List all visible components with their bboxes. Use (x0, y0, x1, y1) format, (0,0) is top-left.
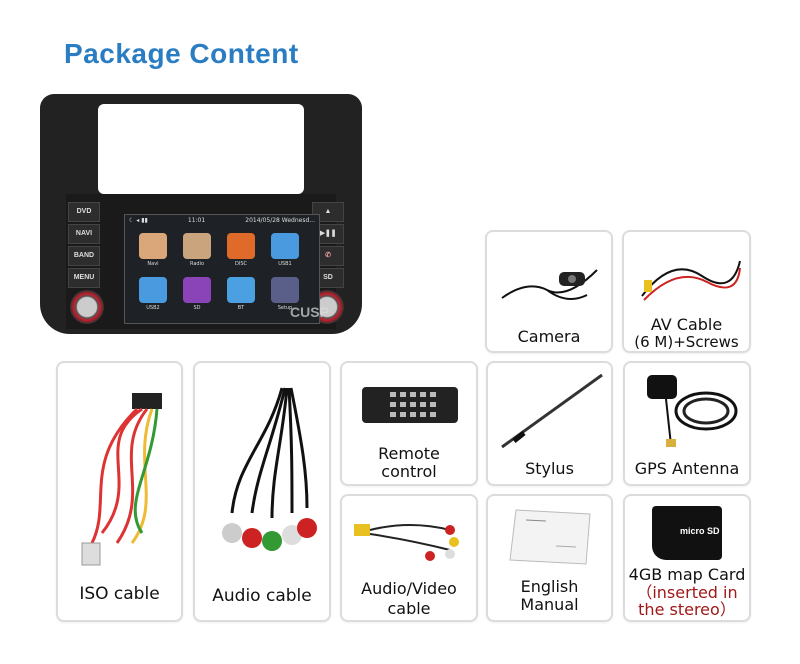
app-label: Setup (277, 305, 293, 311)
stylus-illustration (501, 373, 603, 449)
manual-label-2: Manual (520, 595, 579, 614)
dvd-button: DVD (68, 202, 100, 222)
av-cable-illustration (641, 260, 741, 301)
app-icon-radio (183, 233, 211, 259)
item-camera: Camera (485, 230, 613, 353)
eject-button: ▲ (312, 202, 344, 222)
gps-antenna-label: GPS Antenna (634, 459, 740, 478)
item-stylus: Stylus (486, 361, 613, 486)
card-label-2: （inserted in (636, 583, 738, 602)
menu-button: MENU (68, 268, 100, 288)
av-video-label-1: Audio/Video (361, 579, 457, 598)
microsd-card-illustration: micro SD (652, 506, 722, 560)
manual-label-1: English (520, 577, 579, 596)
card-logo: micro SD (680, 526, 720, 536)
frame-opening (98, 104, 304, 194)
camera-illustration (501, 269, 598, 300)
manual-illustration (509, 509, 591, 565)
remote-illustration (362, 387, 458, 423)
audio-cable-illustration (222, 387, 317, 551)
page-title: Package Content (64, 38, 299, 69)
item-map-card: micro SD 4GB map Card （inserted in the s… (623, 494, 751, 622)
item-audio-video-cable: Audio/Video cable (340, 494, 478, 622)
app-icon-navi (139, 233, 167, 259)
app-label: DISC (235, 261, 247, 267)
av-cable-label-2: (6 M)+Screws (634, 333, 739, 351)
app-icon-usb1 (271, 233, 299, 259)
item-audio-cable: Audio cable (193, 361, 331, 622)
item-remote: Remote control (340, 361, 478, 486)
card-label-1: 4GB map Card (628, 565, 746, 584)
gps-antenna-illustration (647, 375, 738, 447)
car-stereo-image: DVD NAVI BAND MENU ▲ ▶❚❚ ✆ SD ☾ ◂ ▮▮ 11:… (40, 94, 362, 334)
audio-video-cable-illustration (354, 524, 459, 561)
remote-label-1: Remote (378, 444, 440, 463)
av-video-label-2: cable (387, 599, 431, 618)
item-english-manual: English Manual (486, 494, 613, 622)
iso-cable-label: ISO cable (79, 584, 160, 604)
status-date: 2014/05/28 Wednesd... (245, 217, 315, 224)
item-gps-antenna: GPS Antenna (623, 361, 751, 486)
app-label: USB2 (146, 305, 160, 311)
item-av-cable: AV Cable (6 M)+Screws (622, 230, 751, 353)
camera-label: Camera (517, 327, 581, 346)
stylus-label: Stylus (525, 459, 574, 478)
navi-button: NAVI (68, 224, 100, 244)
remote-label-2: control (381, 462, 437, 481)
app-label: BT (237, 305, 245, 311)
watermark: CUSP (290, 304, 329, 320)
app-label: USB1 (278, 261, 292, 267)
app-icon-sd (183, 277, 211, 303)
stereo-screen: ☾ ◂ ▮▮ 11:01 2014/05/28 Wednesd... Navi R… (124, 214, 320, 324)
card-label-3: the stereo） (638, 600, 736, 619)
app-icon-bt (227, 277, 255, 303)
iso-cable-illustration (81, 393, 162, 566)
av-cable-label-1: AV Cable (650, 315, 723, 334)
app-label: Navi (147, 261, 159, 267)
app-icon-disc (227, 233, 255, 259)
status-bar: ☾ ◂ ▮▮ 11:01 2014/05/28 Wednesd... (125, 215, 319, 227)
status-time: 11:01 (187, 217, 206, 224)
band-button: BAND (68, 246, 100, 266)
status-icons: ☾ ◂ ▮▮ (129, 217, 148, 224)
item-iso-cable: ISO cable (56, 361, 183, 622)
app-icon-usb2 (139, 277, 167, 303)
app-label: Radio (189, 261, 205, 267)
app-icon-setup (271, 277, 299, 303)
audio-cable-label: Audio cable (212, 586, 312, 606)
app-label: SD (193, 305, 201, 311)
volume-knob (70, 290, 104, 324)
